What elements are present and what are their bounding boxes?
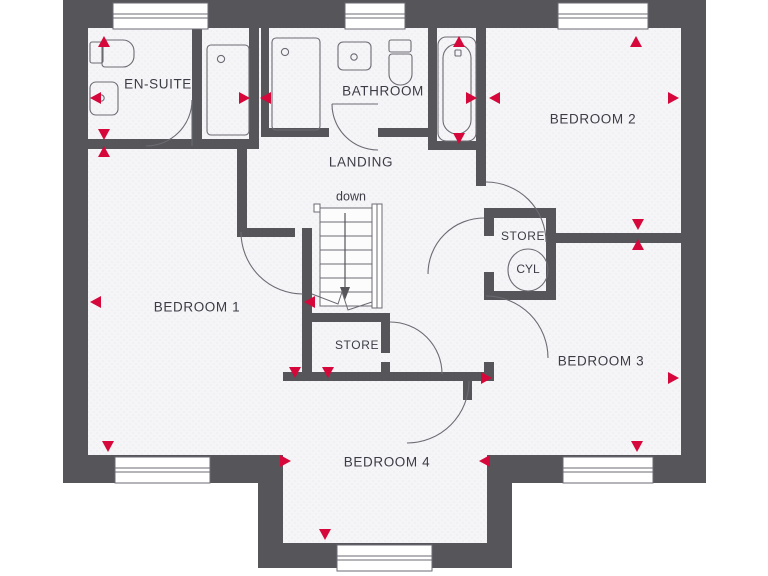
wall-bedroom2-left-upper bbox=[476, 28, 486, 150]
dimension-arrow bbox=[90, 296, 101, 308]
wall-bath-bottom bbox=[428, 141, 484, 150]
wall-bathroom-bottom-right bbox=[378, 128, 434, 137]
stair-down-label: down bbox=[336, 189, 366, 203]
internal-walls bbox=[88, 28, 681, 400]
dimension-arrow bbox=[102, 441, 114, 452]
dimension-arrow bbox=[632, 239, 644, 250]
window-ensuite-top bbox=[112, 2, 209, 30]
wall-bedroom1-landing-jog bbox=[237, 228, 295, 237]
dimension-arrow bbox=[479, 455, 490, 467]
door-ensuite bbox=[145, 99, 193, 147]
dimension-arrow bbox=[322, 367, 334, 378]
stair-break-line bbox=[311, 290, 373, 311]
wall-bathroom-bottom-left bbox=[261, 128, 329, 137]
door-bedroom1 bbox=[240, 231, 304, 295]
dimension-arrow bbox=[98, 36, 110, 47]
dimension-arrow bbox=[481, 372, 492, 384]
wall-cylstore-right bbox=[546, 208, 556, 300]
room-label-store-main: STORE bbox=[335, 338, 379, 352]
door-bathroom bbox=[331, 103, 379, 151]
wall-bedroom4-right-stub bbox=[463, 372, 472, 400]
door-swings bbox=[145, 99, 549, 444]
dimension-arrow bbox=[289, 367, 301, 378]
door-bedroom3 bbox=[485, 295, 549, 359]
door-store-main bbox=[389, 321, 443, 375]
dimension-arrow bbox=[630, 36, 642, 47]
dimension-arrow bbox=[453, 36, 465, 47]
wall-bedroom1-stair bbox=[302, 228, 312, 320]
wall-ensuite-right bbox=[192, 28, 202, 146]
dimension-arrow bbox=[632, 219, 644, 230]
door-bedroom2 bbox=[485, 181, 547, 243]
room-label-bathroom: BATHROOM bbox=[342, 84, 424, 99]
wall-bedroom2-left-lower bbox=[476, 141, 486, 186]
wall-store-top bbox=[302, 313, 390, 322]
dimension-arrow bbox=[90, 92, 101, 104]
wall-bedroom2-bedroom3-divider bbox=[556, 233, 681, 243]
room-label-bedroom-4: BEDROOM 4 bbox=[344, 455, 430, 470]
window-bedroom4-bottom bbox=[336, 544, 433, 572]
staircase bbox=[311, 203, 383, 311]
dimension-arrow bbox=[668, 372, 679, 384]
windows bbox=[112, 2, 654, 572]
wall-shower-bottom-left bbox=[192, 139, 259, 149]
door-store-cyl bbox=[427, 217, 485, 275]
stair-direction-arrow bbox=[340, 213, 350, 300]
wall-store-left bbox=[302, 313, 312, 381]
dimension-arrow bbox=[631, 441, 643, 452]
room-label-store-cyl: STORE bbox=[501, 229, 545, 243]
wall-store-right-upper bbox=[381, 313, 390, 353]
window-bedroom1-bottom bbox=[114, 456, 211, 484]
dimension-arrow bbox=[319, 529, 331, 540]
wall-cylstore-left-upper bbox=[484, 208, 494, 236]
wall-exterior-left bbox=[63, 0, 88, 483]
room-labels: EN-SUITE BATHROOM BEDROOM 2 LANDING BEDR… bbox=[124, 77, 644, 470]
wall-cylstore-left-lower bbox=[484, 272, 494, 300]
wall-bedroom1-landing-upper bbox=[237, 149, 247, 237]
window-bathroom-top bbox=[344, 2, 406, 30]
shower-icon-ensuite bbox=[206, 44, 250, 136]
wall-store-right-lower bbox=[381, 362, 390, 380]
cylinder-label: CYL bbox=[516, 262, 540, 276]
dimension-arrow bbox=[668, 92, 679, 104]
wall-cylstore-bottom bbox=[484, 291, 556, 300]
wall-shower-divider-left bbox=[249, 28, 259, 146]
dimension-arrow bbox=[304, 296, 315, 308]
wall-ensuite-bottom bbox=[88, 139, 202, 149]
wall-exterior-right bbox=[681, 0, 706, 483]
dimension-arrow bbox=[489, 92, 500, 104]
shower-icon-bathroom bbox=[271, 37, 321, 131]
window-bedroom3-bottom bbox=[562, 456, 654, 484]
dimension-arrow bbox=[98, 129, 110, 140]
room-label-en-suite: EN-SUITE bbox=[124, 77, 192, 92]
door-bedroom4 bbox=[406, 380, 470, 444]
dimension-arrow bbox=[239, 92, 250, 104]
dimension-markers bbox=[90, 36, 679, 540]
wall-cylstore-top bbox=[484, 208, 556, 218]
basin-icon-bathroom bbox=[337, 41, 372, 71]
wall-bedroom4-top-right bbox=[463, 372, 487, 381]
wall-bedroom3-left-stub bbox=[484, 362, 494, 381]
dimension-arrow bbox=[453, 133, 465, 144]
room-label-bedroom-3: BEDROOM 3 bbox=[558, 354, 644, 369]
wall-store-bottom bbox=[283, 372, 463, 381]
room-label-bedroom-1: BEDROOM 1 bbox=[154, 300, 240, 315]
room-label-bedroom-2: BEDROOM 2 bbox=[550, 112, 636, 127]
room-label-landing: LANDING bbox=[329, 155, 393, 170]
dimension-arrow bbox=[466, 92, 477, 104]
wall-bath-left bbox=[428, 28, 437, 150]
dimension-arrow bbox=[280, 455, 291, 467]
dimension-arrow bbox=[260, 92, 271, 104]
annotation-labels: down CYL bbox=[336, 189, 540, 276]
wall-bathroom-left bbox=[261, 28, 269, 136]
dimension-arrow bbox=[98, 146, 110, 157]
cylinder-icon bbox=[507, 248, 549, 292]
window-bedroom2-top bbox=[557, 2, 649, 30]
wc-icon-bathroom bbox=[388, 39, 413, 86]
